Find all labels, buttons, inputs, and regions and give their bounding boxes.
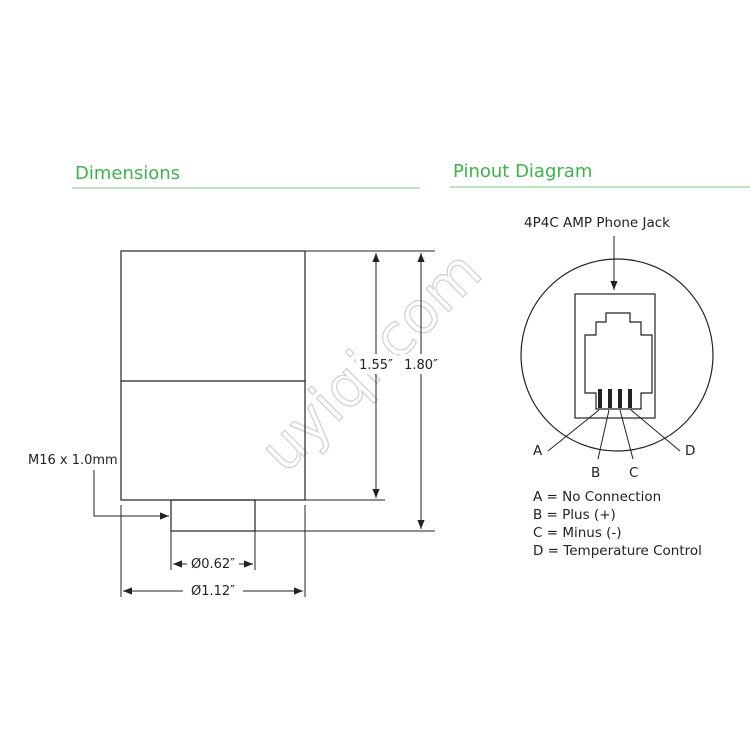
pin-contact-b: [608, 389, 612, 408]
pin-letter-c: C: [629, 465, 638, 481]
pin-leader-a: [547, 409, 600, 452]
dim-gap-body-diameter: [183, 581, 243, 599]
pin-contact-c: [618, 389, 622, 408]
pin-leader-b: [597, 409, 610, 460]
pin-legend-c: C = Minus (-): [533, 525, 622, 541]
dim-gap-1-55: [356, 354, 396, 374]
dim-label-body-diameter: Ø1.12″: [191, 584, 235, 599]
pin-letter-b: B: [591, 465, 600, 481]
dim-label-1-55: 1.55″: [359, 358, 393, 373]
threaded-stem: [170, 499, 256, 532]
thread-callout-label: M16 x 1.0mm: [28, 453, 118, 468]
pin-contact-d: [628, 389, 632, 408]
connector-circle: [520, 258, 714, 452]
dim-gap-1-80: [400, 354, 442, 374]
dim-label-stem-diameter: Ø0.62″: [191, 557, 235, 572]
pinout-heading: Pinout Diagram: [453, 161, 592, 182]
pin-leader-d: [630, 409, 681, 452]
pin-legend-d: D = Temperature Control: [533, 543, 702, 559]
dim-gap-stem-diameter: [187, 554, 239, 572]
jack-housing: [574, 293, 656, 419]
pin-letter-d: D: [685, 443, 695, 459]
pin-legend-b: B = Plus (+): [533, 507, 616, 523]
dimensions-heading: Dimensions: [75, 163, 180, 184]
pin-leader-c: [619, 409, 634, 460]
pin-letter-a: A: [533, 443, 543, 459]
jack-socket-profile: [584, 312, 653, 410]
pin-contact-a: [598, 389, 602, 408]
jack-label: 4P4C AMP Phone Jack: [524, 215, 670, 231]
pin-legend-a: A = No Connection: [533, 489, 661, 505]
dim-label-1-80: 1.80″: [404, 358, 438, 373]
thread-leader-line: [93, 470, 169, 520]
